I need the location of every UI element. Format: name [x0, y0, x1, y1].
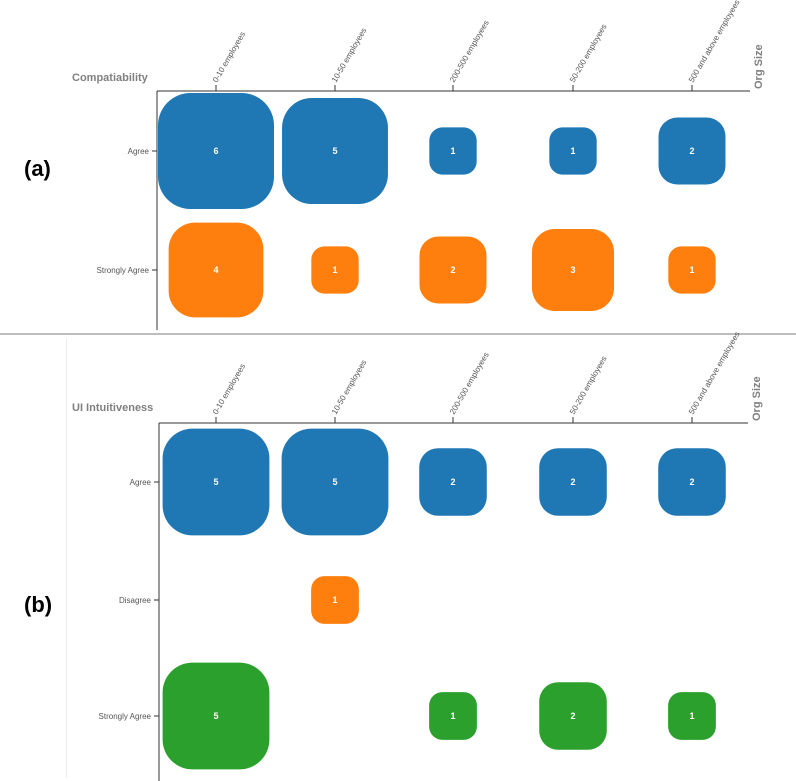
bubble	[539, 682, 607, 750]
bubble	[311, 246, 359, 294]
panel-a: (a) Compatiability Org Size 0-10 employee…	[0, 0, 796, 333]
bubble	[158, 93, 274, 209]
x-tick-label: 200-500 employees	[448, 351, 491, 416]
bubble-value-label: 2	[570, 477, 575, 487]
bubble-value-label: 2	[450, 477, 455, 487]
bubble-value-label: 3	[570, 265, 575, 275]
bubble	[658, 117, 726, 185]
bubble	[668, 246, 716, 294]
bubble-value-label: 2	[689, 477, 694, 487]
bubble	[282, 98, 388, 204]
bubble-value-label: 2	[450, 265, 455, 275]
panel-label: (a)	[24, 156, 51, 181]
bubble	[168, 222, 264, 318]
panel-label: (b)	[24, 592, 53, 617]
bubble	[311, 576, 359, 624]
bubble-value-label: 2	[689, 146, 694, 156]
chart-title: UI Intuitiveness	[72, 402, 154, 414]
bubble	[419, 448, 487, 516]
bubble-value-label: 5	[332, 477, 337, 487]
x-tick-label: 500 and above employees	[687, 330, 742, 416]
x-axis-title: Org Size	[753, 44, 765, 89]
bubble-value-label: 1	[450, 711, 455, 721]
y-tick-label: Agree	[128, 147, 150, 156]
bubble-value-label: 1	[689, 265, 694, 275]
bubble	[531, 228, 615, 312]
x-tick-label: 0-10 employees	[211, 362, 247, 416]
panel-border-line	[66, 338, 67, 778]
bubble	[419, 236, 487, 304]
bubble-value-label: 1	[332, 595, 337, 605]
bubble-value-label: 5	[213, 711, 218, 721]
x-tick-label: 10-50 employees	[330, 26, 368, 84]
bubble	[549, 127, 597, 175]
chart-b: Org Size 0-10 employees 10-50 employees 200…	[99, 330, 763, 781]
bubble-value-label: 1	[689, 711, 694, 721]
bubble	[281, 428, 389, 536]
x-tick-label: 0-10 employees	[211, 30, 247, 84]
bubble	[668, 692, 716, 740]
panel-b: (b) UI Intuitiveness Org Size 0-10 employ…	[0, 330, 796, 781]
bubble-value-label: 2	[570, 711, 575, 721]
bubble-value-label: 4	[213, 265, 218, 275]
bubble-value-label: 1	[332, 265, 337, 275]
y-tick-label: Strongly Agree	[97, 266, 150, 275]
bubble	[429, 692, 477, 740]
x-tick-label: 500 and above employees	[687, 0, 742, 84]
y-tick-label: Agree	[130, 478, 152, 487]
x-tick-label: 50-200 employees	[568, 22, 609, 84]
y-tick-label: Disagree	[119, 596, 152, 605]
bubble-value-label: 5	[213, 477, 218, 487]
chart-title: Compatiability	[72, 72, 148, 84]
y-tick-label: Strongly Agree	[99, 712, 152, 721]
bubble	[539, 448, 607, 516]
bubble	[429, 127, 477, 175]
bubble	[658, 448, 726, 516]
chart-a: Org Size 0-10 employees 10-50 employees 200…	[97, 0, 765, 330]
bubble-value-label: 1	[450, 146, 455, 156]
panel-divider	[0, 333, 796, 335]
x-tick-label: 10-50 employees	[330, 358, 368, 416]
bubble	[162, 662, 270, 770]
x-tick-label: 50-200 employees	[568, 354, 609, 416]
x-tick-label: 200-500 employees	[448, 19, 491, 84]
bubble-value-label: 5	[332, 146, 337, 156]
bubble-value-label: 6	[213, 146, 218, 156]
x-axis-title: Org Size	[751, 376, 763, 421]
bubble-value-label: 1	[570, 146, 575, 156]
bubble	[162, 428, 270, 536]
